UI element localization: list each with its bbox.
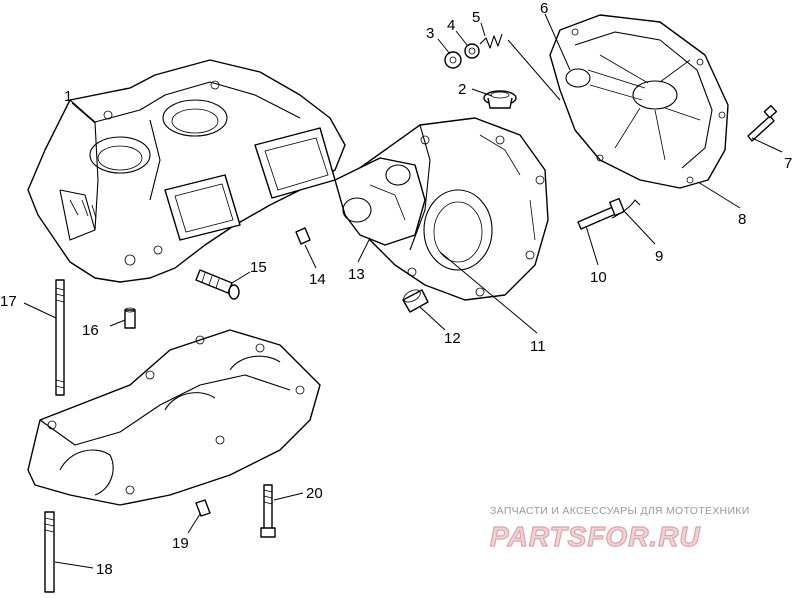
dowel-pin-16 — [124, 307, 136, 329]
callout-2: 2 — [458, 81, 466, 98]
spring-5 — [479, 33, 503, 49]
callout-17: 17 — [0, 293, 17, 310]
fitting-19 — [195, 499, 211, 517]
dowel-12 — [402, 289, 429, 313]
callout-15: 15 — [250, 259, 267, 276]
bolt-20 — [260, 484, 276, 538]
callout-6: 6 — [540, 0, 548, 17]
callout-4: 4 — [447, 17, 455, 34]
watermark: ЗАПЧАСТИ И АКСЕССУАРЫ ДЛЯ МОТОТЕХНИКИ PA… — [489, 505, 750, 553]
callout-13: 13 — [348, 266, 365, 283]
oil-plug — [483, 90, 517, 109]
watermark-logo: PARTSFOR.RU — [490, 521, 701, 552]
washer-3 — [444, 51, 462, 69]
callout-14: 14 — [309, 271, 326, 288]
callout-7: 7 — [784, 155, 792, 172]
callout-16: 16 — [82, 322, 99, 339]
callout-8: 8 — [738, 211, 746, 228]
callout-11: 11 — [530, 338, 546, 355]
callout-1: 1 — [64, 88, 72, 105]
callout-labels: 1 2 3 4 5 6 7 8 9 10 11 12 13 14 15 16 1… — [0, 0, 792, 578]
magneto-housing-11 — [334, 117, 549, 301]
screw-7 — [747, 104, 778, 142]
clip-9 — [611, 199, 641, 219]
callout-10: 10 — [590, 269, 607, 286]
callout-18: 18 — [96, 561, 113, 578]
leader-lines — [23, 13, 783, 569]
callout-19: 19 — [172, 535, 189, 552]
stud-17 — [55, 279, 65, 396]
callout-12: 12 — [444, 330, 461, 347]
bolt-10 — [577, 197, 625, 230]
plug-14 — [295, 227, 311, 245]
housing-cover-8 — [549, 14, 729, 189]
stud-18 — [44, 511, 55, 593]
callout-20: 20 — [306, 485, 323, 502]
lower-crankcase — [27, 329, 321, 506]
callout-3: 3 — [426, 25, 434, 42]
watermark-tagline: ЗАПЧАСТИ И АКСЕССУАРЫ ДЛЯ МОТОТЕХНИКИ — [490, 505, 750, 517]
callout-9: 9 — [655, 248, 663, 265]
upper-crankcase — [27, 59, 346, 283]
washer-4 — [464, 43, 480, 59]
fitting-15 — [195, 269, 240, 300]
callout-5: 5 — [472, 9, 480, 26]
